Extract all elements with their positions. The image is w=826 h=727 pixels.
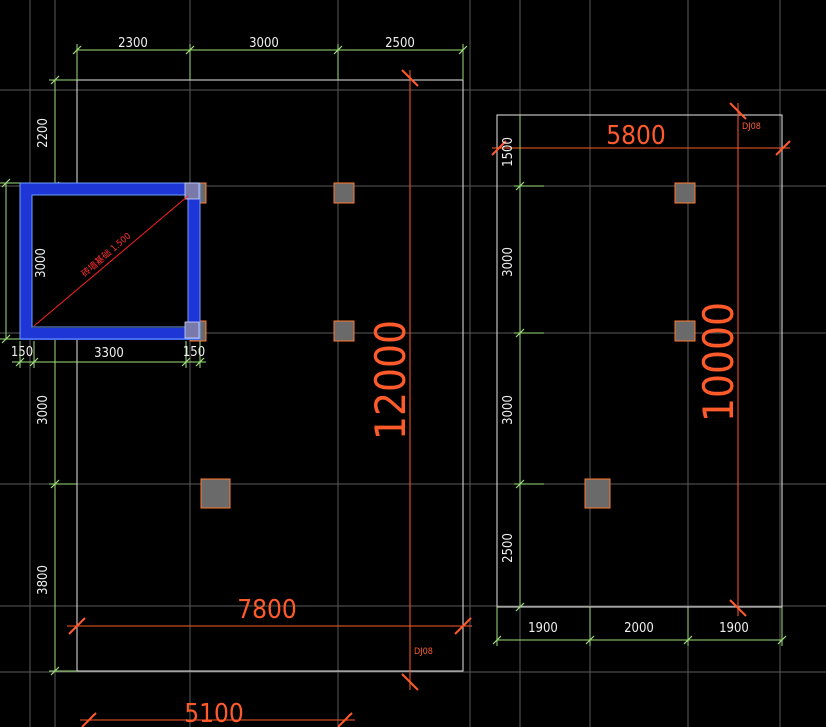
right-foundation[interactable]: 5800 DJ08 10000 1500 3000 3000 2500 bbox=[491, 102, 791, 646]
dim-top-3: 2500 bbox=[385, 36, 415, 51]
column-right-a1[interactable] bbox=[674, 182, 696, 204]
left-foundation-tag: DJ08 bbox=[414, 647, 433, 657]
left-side-dimension-chain: 2200 3000 3800 bbox=[36, 75, 77, 676]
pile-cap-corner-grip-bottom[interactable] bbox=[184, 321, 200, 339]
right-dim-side-2: 3000 bbox=[501, 247, 516, 277]
left-bottom-dimension: 5100 bbox=[80, 699, 355, 727]
left-foundation-outline[interactable] bbox=[76, 79, 464, 672]
dim-side-3: 3000 bbox=[36, 395, 51, 425]
column-right-a2[interactable] bbox=[674, 320, 696, 342]
left-overall-height-dimension: 12000 bbox=[366, 69, 419, 691]
right-dim-width: 5800 bbox=[606, 121, 666, 151]
dim-side-4: 3800 bbox=[36, 565, 51, 595]
dim-overall-height: 12000 bbox=[366, 320, 415, 440]
right-dim-side-4: 2500 bbox=[501, 533, 516, 563]
right-dim-bottom-3: 1900 bbox=[719, 621, 749, 636]
column-left-large[interactable] bbox=[200, 478, 231, 509]
right-dim-side-1: 1500 bbox=[501, 137, 516, 167]
right-bottom-dimension-chain: 1900 2000 1900 bbox=[492, 607, 787, 646]
column-left-b1[interactable] bbox=[333, 182, 355, 204]
pile-cap-diagonal bbox=[33, 195, 189, 327]
pile-cap-left-edge-dim: 150 bbox=[11, 345, 33, 360]
dim-top-1: 2300 bbox=[118, 36, 148, 51]
pile-cap-width-dim: 3300 bbox=[94, 346, 124, 361]
left-foundation[interactable]: 2300 3000 2500 2200 3000 3800 1200 bbox=[36, 36, 472, 727]
dim-overall-width: 7800 bbox=[237, 595, 297, 625]
dim-top-2: 3000 bbox=[249, 36, 279, 51]
pile-cap-selection-frame[interactable] bbox=[20, 183, 200, 340]
pile-cap-height-dim: 3000 bbox=[34, 248, 49, 278]
right-dim-side-3: 3000 bbox=[501, 395, 516, 425]
pile-cap-dimensions: 3000 150 3300 150 bbox=[0, 178, 206, 368]
pile-cap-corner-grip-top[interactable] bbox=[184, 182, 200, 200]
selected-pile-cap[interactable]: 砖墙基础 1.500 3000 150 3300 150 bbox=[0, 178, 206, 368]
right-dim-bottom-2: 2000 bbox=[624, 621, 654, 636]
right-dim-bottom-1: 1900 bbox=[528, 621, 558, 636]
right-dim-height: 10000 bbox=[694, 302, 743, 422]
column-right-large[interactable] bbox=[584, 478, 611, 509]
left-top-dimension-chain: 2300 3000 2500 bbox=[72, 36, 468, 80]
right-foundation-outline[interactable] bbox=[496, 114, 783, 608]
dim-side-1: 2200 bbox=[36, 118, 51, 148]
column-left-b2[interactable] bbox=[333, 320, 355, 342]
dim-bottom-5100: 5100 bbox=[184, 699, 244, 727]
right-overall-width-dimension: 5800 bbox=[491, 121, 791, 156]
left-overall-width-dimension: 7800 bbox=[67, 595, 472, 635]
right-foundation-tag: DJ08 bbox=[742, 122, 761, 132]
right-side-dimension-chain: 1500 3000 3000 2500 bbox=[501, 115, 544, 612]
pile-cap-right-edge-dim: 150 bbox=[183, 345, 205, 360]
right-overall-height-dimension: 10000 bbox=[694, 102, 747, 617]
